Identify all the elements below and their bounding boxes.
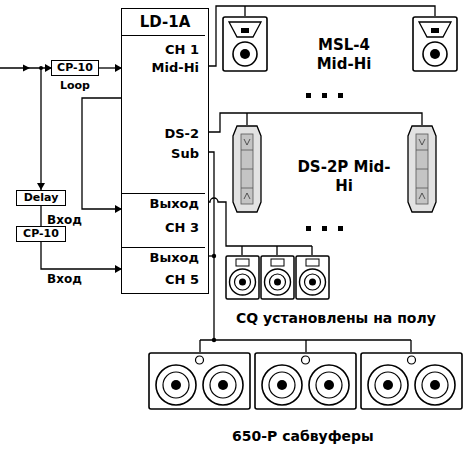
caption-label: DS-2P Mid-Hi	[296, 158, 392, 196]
junction-dot	[212, 254, 216, 258]
node-title: LD-1A	[122, 14, 208, 30]
node-text: Mid-Hi	[122, 60, 205, 76]
node-title: CH 1	[122, 42, 205, 58]
signal-connector	[82, 98, 122, 213]
ch3-out-wire	[208, 198, 312, 255]
connector-line	[82, 98, 122, 209]
caption-label: Вход	[47, 271, 82, 287]
processor-unit: CP-10	[51, 60, 99, 76]
junction-dot	[212, 338, 216, 342]
signal-connector	[41, 242, 122, 273]
ds2p-speaker	[408, 126, 436, 212]
cq-speaker	[261, 256, 294, 299]
processor-box: LD-1A CH 1 Mid-HiDS-2SubВыход CH 3 Выход CH 5	[121, 8, 209, 294]
channel-cell: CH 1 Mid-HiDS-2Sub	[122, 35, 205, 193]
arrow-head	[37, 183, 45, 190]
channel-cell: Выход CH 3	[122, 193, 205, 247]
channel-cell: Выход CH 5	[122, 247, 205, 292]
connector-line	[40, 206, 41, 226]
node-text: DS-2	[122, 126, 205, 142]
subwoofer	[255, 353, 356, 409]
node-title: CP-10	[17, 226, 65, 242]
signal-connector	[41, 206, 42, 226]
subwoofer	[149, 353, 250, 409]
cq-speaker	[226, 256, 259, 299]
signal-connector	[99, 64, 122, 72]
node-text: CH 3	[122, 220, 205, 236]
caption-label: 650-P сабвуферы	[232, 428, 374, 444]
speaker-wiring	[0, 6, 435, 352]
node-title: Выход	[122, 196, 205, 212]
caption-label: MSL-4 Mid-Hi	[298, 36, 390, 74]
connector-line	[41, 242, 122, 269]
caption-label: CQ установлены на полу	[236, 310, 436, 326]
delay-box: Delay	[16, 190, 66, 206]
delay-feed-wire	[40, 68, 41, 190]
junction-dot	[39, 66, 43, 70]
node-title: Delay	[17, 190, 65, 206]
node-text: CH 5	[122, 272, 205, 288]
node-title: CP-10	[52, 60, 98, 76]
cq-speaker	[296, 256, 329, 299]
caption-label: Вход	[47, 212, 82, 228]
node-text: Sub	[122, 146, 205, 162]
caption-label: Loop	[60, 78, 90, 94]
arrow-head	[23, 65, 30, 72]
node-title: Выход	[122, 250, 205, 266]
msl4-speaker	[413, 17, 457, 71]
processor-unit: CP-10	[16, 226, 66, 242]
ds2p-speaker	[233, 126, 261, 212]
msl4-speaker	[223, 17, 267, 71]
subwoofer	[361, 353, 462, 409]
